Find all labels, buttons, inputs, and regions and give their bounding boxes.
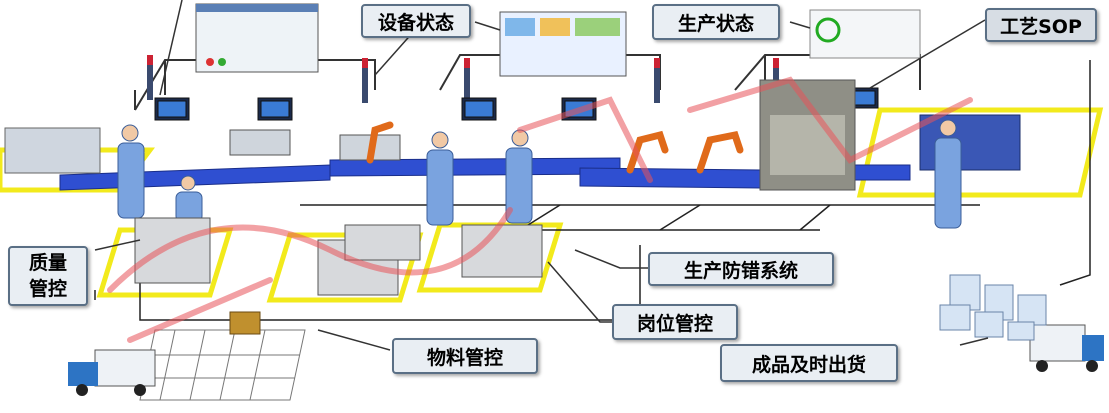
- trucks: [68, 324, 1104, 396]
- buildings: [939, 274, 1047, 341]
- label-equipment-status: 设备状态: [361, 4, 471, 38]
- label-material-control: 物料管控: [392, 338, 538, 374]
- label-process-sop: 工艺SOP: [985, 8, 1097, 42]
- leader-lines: [94, 0, 989, 351]
- display-panels: [195, 3, 921, 77]
- material-racks: [139, 311, 306, 401]
- label-production-status: 生产状态: [652, 4, 780, 40]
- label-quality-control: 质量 管控: [8, 246, 88, 306]
- label-finished-goods-shipping: 成品及时出货: [720, 344, 898, 382]
- label-post-control: 岗位管控: [612, 304, 738, 340]
- label-error-proofing: 生产防错系统: [648, 252, 834, 286]
- carts: [134, 217, 543, 296]
